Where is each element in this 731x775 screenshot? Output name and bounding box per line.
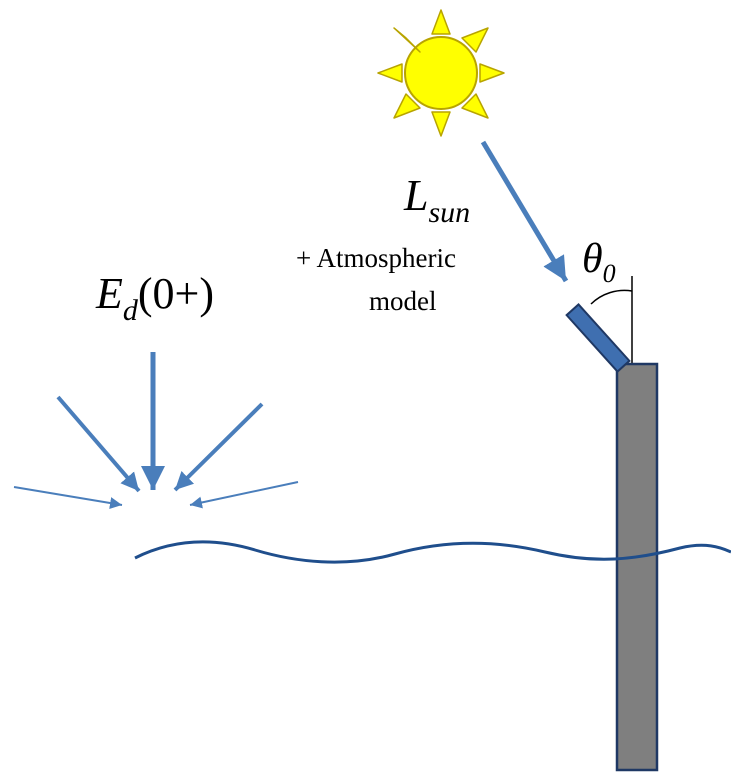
ed-symbol: E <box>95 269 123 318</box>
atmospheric-label-line1: + Atmospheric <box>296 243 456 273</box>
lsun-symbol: L <box>403 171 428 220</box>
atmospheric-label-line2: model <box>369 286 437 316</box>
sun-icon <box>377 9 505 137</box>
irradiance-arrow-right-shallow <box>189 481 299 509</box>
theta-label: θ0 <box>582 236 616 288</box>
lsun-subscript: sun <box>428 196 470 229</box>
water-surface-line <box>134 540 731 564</box>
irradiance-arrow-right-diagonal <box>173 402 264 492</box>
zenith-angle-arc <box>590 289 633 305</box>
sun-radiance-arrow <box>480 140 569 283</box>
irradiance-arrow-left-shallow <box>13 486 123 509</box>
theta-subscript: 0 <box>603 259 616 288</box>
ed-subscript: d <box>123 294 139 327</box>
mounting-pole-icon <box>615 362 659 772</box>
irradiance-arrow-left-diagonal <box>56 395 141 493</box>
lsun-label: Lsun <box>403 171 470 229</box>
radiometer-sensor-icon <box>565 302 631 374</box>
theta-symbol: θ <box>582 236 603 282</box>
ed-argument: (0+) <box>138 269 214 318</box>
ed-label: Ed(0+) <box>95 269 214 327</box>
